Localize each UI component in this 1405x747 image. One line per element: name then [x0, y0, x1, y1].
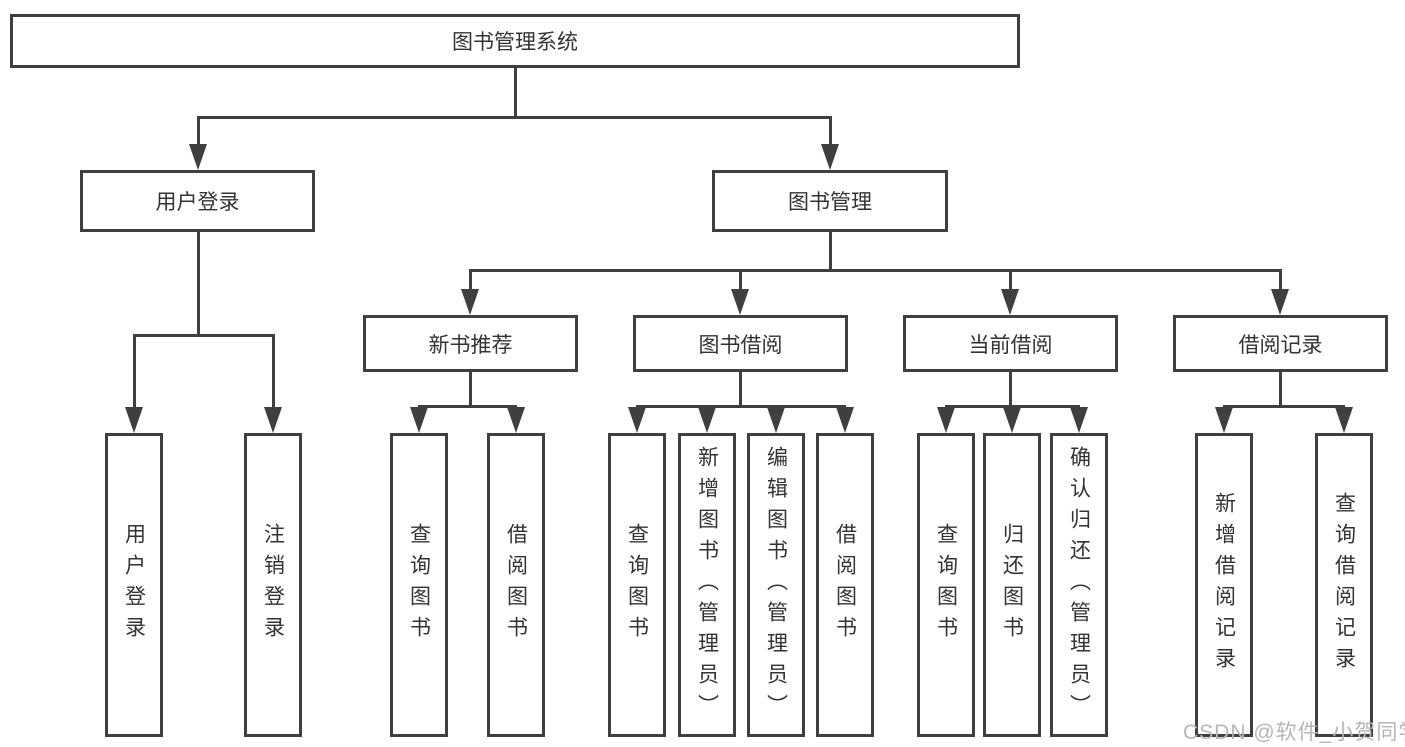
node-book-management: 图书管理	[712, 170, 948, 232]
node-label: 借阅图书	[833, 523, 857, 647]
node-label: 新增图书（管理员）	[695, 445, 719, 725]
connector-line	[197, 116, 832, 119]
node-leaf-borrow-books: 借阅图书	[816, 433, 874, 737]
connector-line	[197, 116, 200, 146]
connector-line	[418, 405, 517, 408]
node-leaf-edit-books-admin: 编辑图书（管理员）	[747, 433, 805, 737]
node-label: 查询借阅记录	[1332, 492, 1356, 678]
connector-line	[469, 372, 472, 408]
node-current-borrowing: 当前借阅	[903, 315, 1118, 372]
node-label: 查询图书	[934, 523, 958, 647]
connector-line	[1009, 372, 1012, 408]
connector-line	[272, 334, 275, 410]
arrow-down-icon	[698, 407, 716, 433]
node-label: 借阅记录	[1238, 333, 1323, 357]
connector-line	[1279, 269, 1282, 293]
node-leaf-add-borrow-record: 新增借阅记录	[1195, 433, 1253, 737]
arrow-down-icon	[264, 407, 282, 433]
node-new-book-recommend: 新书推荐	[363, 315, 578, 372]
arrow-down-icon	[410, 407, 428, 433]
node-leaf-return-books: 归还图书	[983, 433, 1041, 737]
node-label: 归还图书	[1000, 523, 1024, 647]
node-leaf-query-borrow-record: 查询借阅记录	[1315, 433, 1373, 737]
arrow-down-icon	[821, 144, 839, 170]
connector-line	[133, 334, 136, 410]
node-label: 新书推荐	[428, 333, 513, 357]
arrow-down-icon	[836, 407, 854, 433]
node-label: 用户登录	[122, 523, 146, 647]
connector-line	[469, 269, 472, 293]
connector-line	[197, 232, 200, 337]
connector-line	[739, 269, 742, 293]
connector-line	[1009, 269, 1012, 293]
node-label: 图书管理系统	[452, 31, 578, 54]
node-label: 借阅图书	[504, 523, 528, 647]
node-label: 当前借阅	[968, 333, 1053, 357]
connector-line	[469, 269, 1282, 272]
node-label: 新增借阅记录	[1212, 492, 1236, 678]
arrow-down-icon	[1335, 407, 1353, 433]
node-leaf-user-login: 用户登录	[105, 433, 163, 737]
node-leaf-borrow-query-books: 查询图书	[608, 433, 666, 737]
arrow-down-icon	[1070, 407, 1088, 433]
node-label: 编辑图书（管理员）	[764, 445, 788, 725]
node-user-login: 用户登录	[80, 170, 315, 232]
node-label: 查询图书	[625, 523, 649, 647]
node-leaf-confirm-return-admin: 确认归还（管理员）	[1050, 433, 1108, 737]
node-label: 确认归还（管理员）	[1067, 445, 1091, 725]
arrow-down-icon	[731, 289, 749, 315]
connector-line	[829, 116, 832, 146]
arrow-down-icon	[461, 289, 479, 315]
csdn-watermark: CSDN @软件_小贺同学	[1183, 721, 1405, 744]
arrow-down-icon	[125, 407, 143, 433]
connector-line	[1223, 405, 1345, 408]
node-label: 用户登录	[155, 191, 240, 214]
arrow-down-icon	[767, 407, 785, 433]
connector-line	[829, 232, 832, 272]
connector-line	[636, 405, 846, 408]
arrow-down-icon	[507, 407, 525, 433]
node-label: 图书管理	[788, 191, 872, 214]
node-leaf-logout: 注销登录	[244, 433, 302, 737]
node-leaf-add-books-admin: 新增图书（管理员）	[678, 433, 736, 737]
connector-line	[739, 372, 742, 408]
node-label: 注销登录	[261, 523, 285, 647]
connector-line	[514, 68, 517, 119]
arrow-down-icon	[1271, 289, 1289, 315]
arrow-down-icon	[189, 144, 207, 170]
arrow-down-icon	[1215, 407, 1233, 433]
node-library-system: 图书管理系统	[10, 14, 1020, 68]
arrow-down-icon	[937, 407, 955, 433]
arrow-down-icon	[628, 407, 646, 433]
node-leaf-current-query-books: 查询图书	[917, 433, 975, 737]
node-label: 图书借阅	[698, 333, 783, 357]
node-borrowing-records: 借阅记录	[1173, 315, 1388, 372]
node-book-borrowing: 图书借阅	[633, 315, 848, 372]
connector-line	[945, 405, 1080, 408]
node-label: 查询图书	[407, 523, 431, 647]
node-leaf-recommend-query-books: 查询图书	[390, 433, 448, 737]
connector-line	[133, 334, 275, 337]
arrow-down-icon	[1003, 407, 1021, 433]
connector-line	[1279, 372, 1282, 408]
arrow-down-icon	[1001, 289, 1019, 315]
node-leaf-recommend-borrow-books: 借阅图书	[487, 433, 545, 737]
